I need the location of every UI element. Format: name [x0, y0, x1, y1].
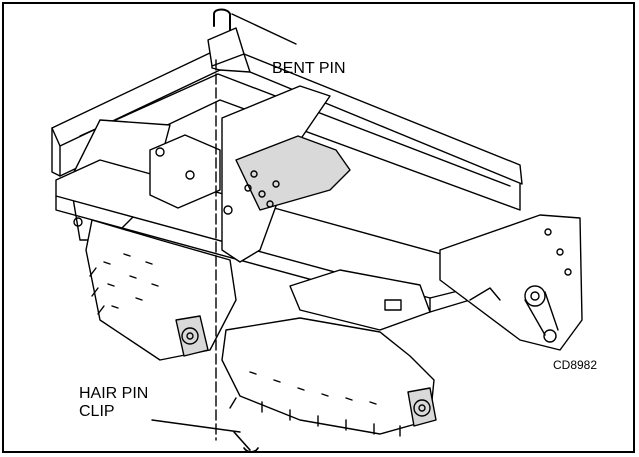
right-beam-block — [289, 269, 431, 331]
bent-pin — [207, 8, 245, 67]
hair-pin-clip-label: HAIR PIN CLIP — [79, 385, 149, 420]
bent-pin-label: BENT PIN — [272, 60, 346, 77]
center-plates — [149, 85, 351, 263]
hair-pin-leader — [151, 419, 241, 433]
left-tine-drum — [85, 219, 237, 361]
right-side-plate — [439, 214, 583, 351]
right-tine-drum — [221, 317, 437, 437]
hair-pin-clip — [233, 431, 259, 453]
drawing-code-label: CD8982 — [553, 358, 598, 372]
bent-pin-leader — [231, 13, 297, 45]
